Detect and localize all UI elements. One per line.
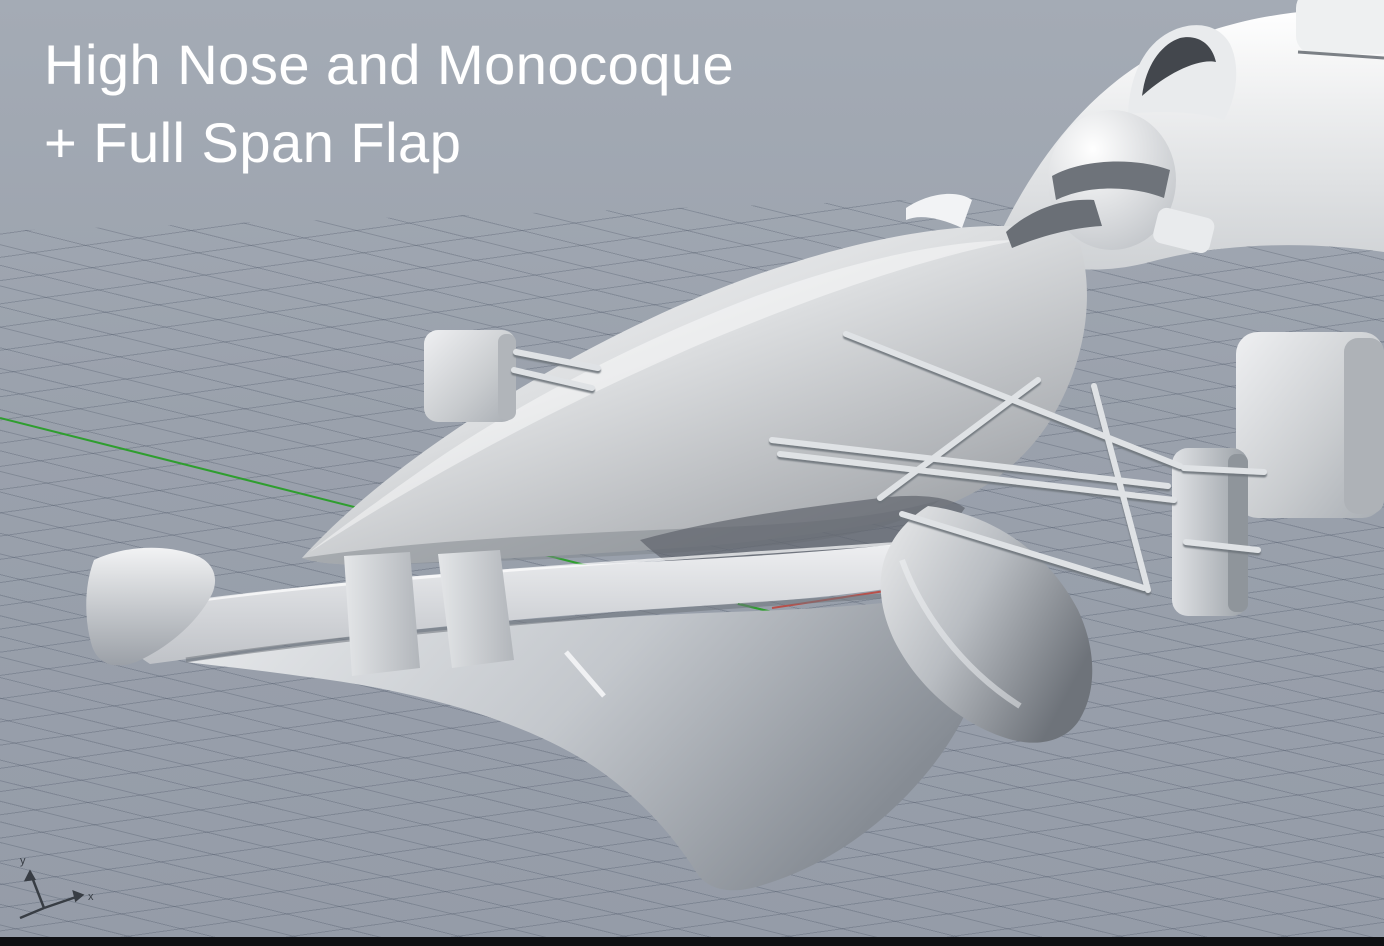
nose-underside-shading	[302, 500, 940, 565]
upright-left-edge	[498, 334, 516, 420]
suspension-rod[interactable]	[513, 349, 601, 371]
headrest[interactable]	[1151, 206, 1216, 255]
rear-bodywork-corner[interactable]	[1296, 0, 1384, 54]
suspension-rod[interactable]	[511, 367, 595, 391]
suspension-rod[interactable]	[1183, 539, 1261, 553]
caption-line-1: High Nose and Monocoque	[44, 33, 735, 96]
flap-support-strut	[564, 650, 606, 698]
upright-right-edge	[1228, 454, 1248, 612]
front-wing-main-plane[interactable]	[112, 538, 962, 664]
cockpit-windscreen	[1006, 199, 1102, 248]
f1-car-front-wing[interactable]	[86, 506, 1093, 891]
wing-pylon-right[interactable]	[438, 550, 514, 668]
mirror-winglet[interactable]	[906, 193, 972, 228]
suspension-rods[interactable]	[511, 331, 1267, 593]
suspension-rod[interactable]	[877, 377, 1041, 501]
suspension-upright-left[interactable]	[424, 330, 516, 422]
endplate-highlight	[899, 558, 1022, 709]
front-wing-endplate-left[interactable]	[86, 547, 216, 666]
suspension-rod[interactable]	[769, 437, 1171, 489]
suspension-rod[interactable]	[1091, 383, 1151, 593]
front-wing-endplate-right[interactable]	[880, 506, 1093, 743]
suspension-assembly[interactable]	[424, 330, 1267, 593]
gizmo-x-arrowhead	[72, 889, 85, 903]
sidepod-side-face	[1344, 338, 1384, 514]
bottom-status-strip	[0, 937, 1384, 946]
helmet-visor	[1052, 161, 1170, 200]
caption-overlay: High Nose and Monocoque + Full Span Flap	[44, 26, 734, 183]
wing-pylon-left[interactable]	[344, 552, 420, 676]
gizmo-x-label: x	[88, 891, 94, 903]
gizmo-y-arrowhead	[23, 869, 37, 882]
suspension-rod[interactable]	[899, 511, 1147, 591]
bodywork-seam	[1297, 50, 1384, 60]
gizmo-y-label: y	[20, 855, 26, 867]
monocoque-and-nose[interactable]	[302, 226, 1087, 565]
f1-car-model[interactable]	[112, 0, 1384, 664]
airbox-inlet	[1142, 37, 1216, 96]
cplane-axis-gizmo: x y	[19, 855, 94, 920]
suspension-rod[interactable]	[777, 451, 1177, 503]
suspension-rod[interactable]	[1181, 465, 1267, 475]
gizmo-z-axis	[19, 906, 45, 920]
flap-slot-shadow	[185, 587, 973, 663]
caption-line-2: + Full Span Flap	[44, 111, 462, 175]
